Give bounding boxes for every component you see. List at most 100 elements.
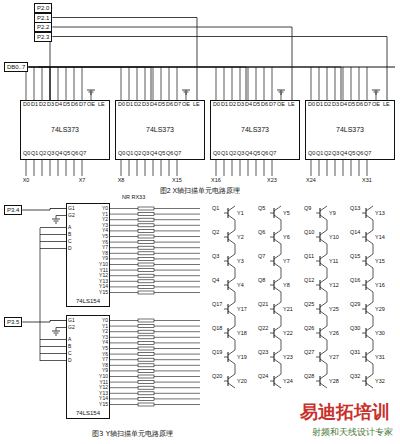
wire [40, 360, 66, 361]
wire [351, 67, 352, 100]
transistor-label: Q13 [350, 206, 360, 212]
resistor-symbol [138, 381, 154, 384]
wire [362, 237, 366, 238]
pin-label: OE [372, 102, 380, 108]
wire [373, 268, 374, 278]
pin-label: Y4 [102, 340, 108, 345]
wire [274, 230, 281, 235]
signal-label: Y7 [283, 259, 290, 265]
wire [362, 381, 366, 382]
pin-label: Y9 [102, 368, 108, 373]
wire [270, 261, 274, 262]
wire [311, 67, 312, 100]
resistor-symbol [138, 274, 154, 277]
transistor-label: Q11 [304, 254, 314, 260]
signal-name: P2.1 [37, 15, 49, 21]
wire [228, 359, 235, 364]
transistor-label: Q32 [350, 374, 360, 380]
pin-label: Q5 [348, 151, 355, 157]
output-label: X16 [211, 178, 221, 184]
pin-label: D7 [174, 102, 181, 108]
wire [373, 364, 374, 374]
wire [58, 160, 59, 176]
pin-label: Q6 [356, 151, 363, 157]
wire [320, 359, 327, 364]
pin-label: D4 [245, 102, 252, 108]
signal-label: Y5 [283, 211, 290, 217]
wire [327, 160, 328, 176]
wire [110, 286, 200, 287]
signal-label: Y30 [375, 331, 385, 337]
wire [110, 365, 200, 366]
resistor-symbol [138, 263, 154, 266]
pin-label: D5 [63, 102, 70, 108]
resistor-symbol [138, 246, 154, 249]
pin-label: D [68, 358, 72, 363]
wire [281, 292, 282, 302]
wire [320, 215, 327, 220]
wire [281, 340, 282, 350]
pin-label: C [68, 351, 72, 356]
signal-wire [52, 37, 387, 101]
wire [320, 254, 327, 259]
signal-label: Y25 [329, 307, 339, 313]
wire [110, 398, 200, 399]
wire [366, 383, 373, 388]
chip-name: 74LS154 [76, 298, 100, 304]
resistor-symbol [138, 375, 154, 378]
transistor-label: Q4 [212, 278, 219, 284]
signal-name: DB0..7 [7, 64, 25, 70]
signal-label: Y17 [237, 307, 247, 313]
wire [232, 160, 233, 176]
signal-label: Y32 [375, 379, 385, 385]
resistor-symbol [138, 235, 154, 238]
pin-label: Y13 [99, 279, 108, 284]
wire [274, 335, 281, 340]
wire [319, 160, 320, 176]
wire [110, 258, 200, 259]
chip-name: 74LS373 [241, 126, 269, 133]
wire [362, 333, 366, 334]
wire [366, 350, 373, 355]
transistor-label: Q3 [212, 254, 219, 260]
wire [366, 374, 373, 379]
wire [373, 244, 374, 254]
wire [316, 213, 320, 214]
transistor-label: Q18 [212, 326, 222, 332]
pin-label: Q7 [269, 151, 276, 157]
signal-name: P3.5 [7, 319, 19, 325]
transistor-label: Q23 [258, 350, 268, 356]
wire [90, 94, 92, 95]
wire [110, 320, 200, 321]
pin-label: Y1 [102, 212, 108, 217]
pin-label: D4 [150, 102, 157, 108]
wire [281, 268, 282, 278]
wire [55, 223, 57, 224]
wire [34, 160, 35, 176]
signal-name: P3.4 [7, 207, 19, 213]
resistor-symbol [138, 397, 154, 400]
wire [145, 160, 146, 176]
pin-label: Q0 [308, 151, 315, 157]
wire [121, 160, 122, 176]
wire [110, 247, 200, 248]
wire [281, 316, 282, 326]
wire [320, 263, 327, 268]
wire [228, 278, 235, 283]
wire [281, 364, 282, 374]
wire [66, 67, 67, 100]
wire [50, 160, 51, 176]
wire [110, 253, 200, 254]
pin-label: LE [193, 102, 200, 108]
wire [235, 292, 236, 302]
wire [270, 309, 274, 310]
signal-label: Y12 [329, 283, 339, 289]
wire [319, 67, 320, 100]
pin-label: Y11 [99, 268, 108, 273]
signal-label: Y18 [237, 331, 247, 337]
pin-label: Q3 [47, 151, 54, 157]
wire [110, 270, 200, 271]
wire [335, 67, 336, 100]
wire [228, 326, 235, 331]
wire [320, 230, 327, 235]
